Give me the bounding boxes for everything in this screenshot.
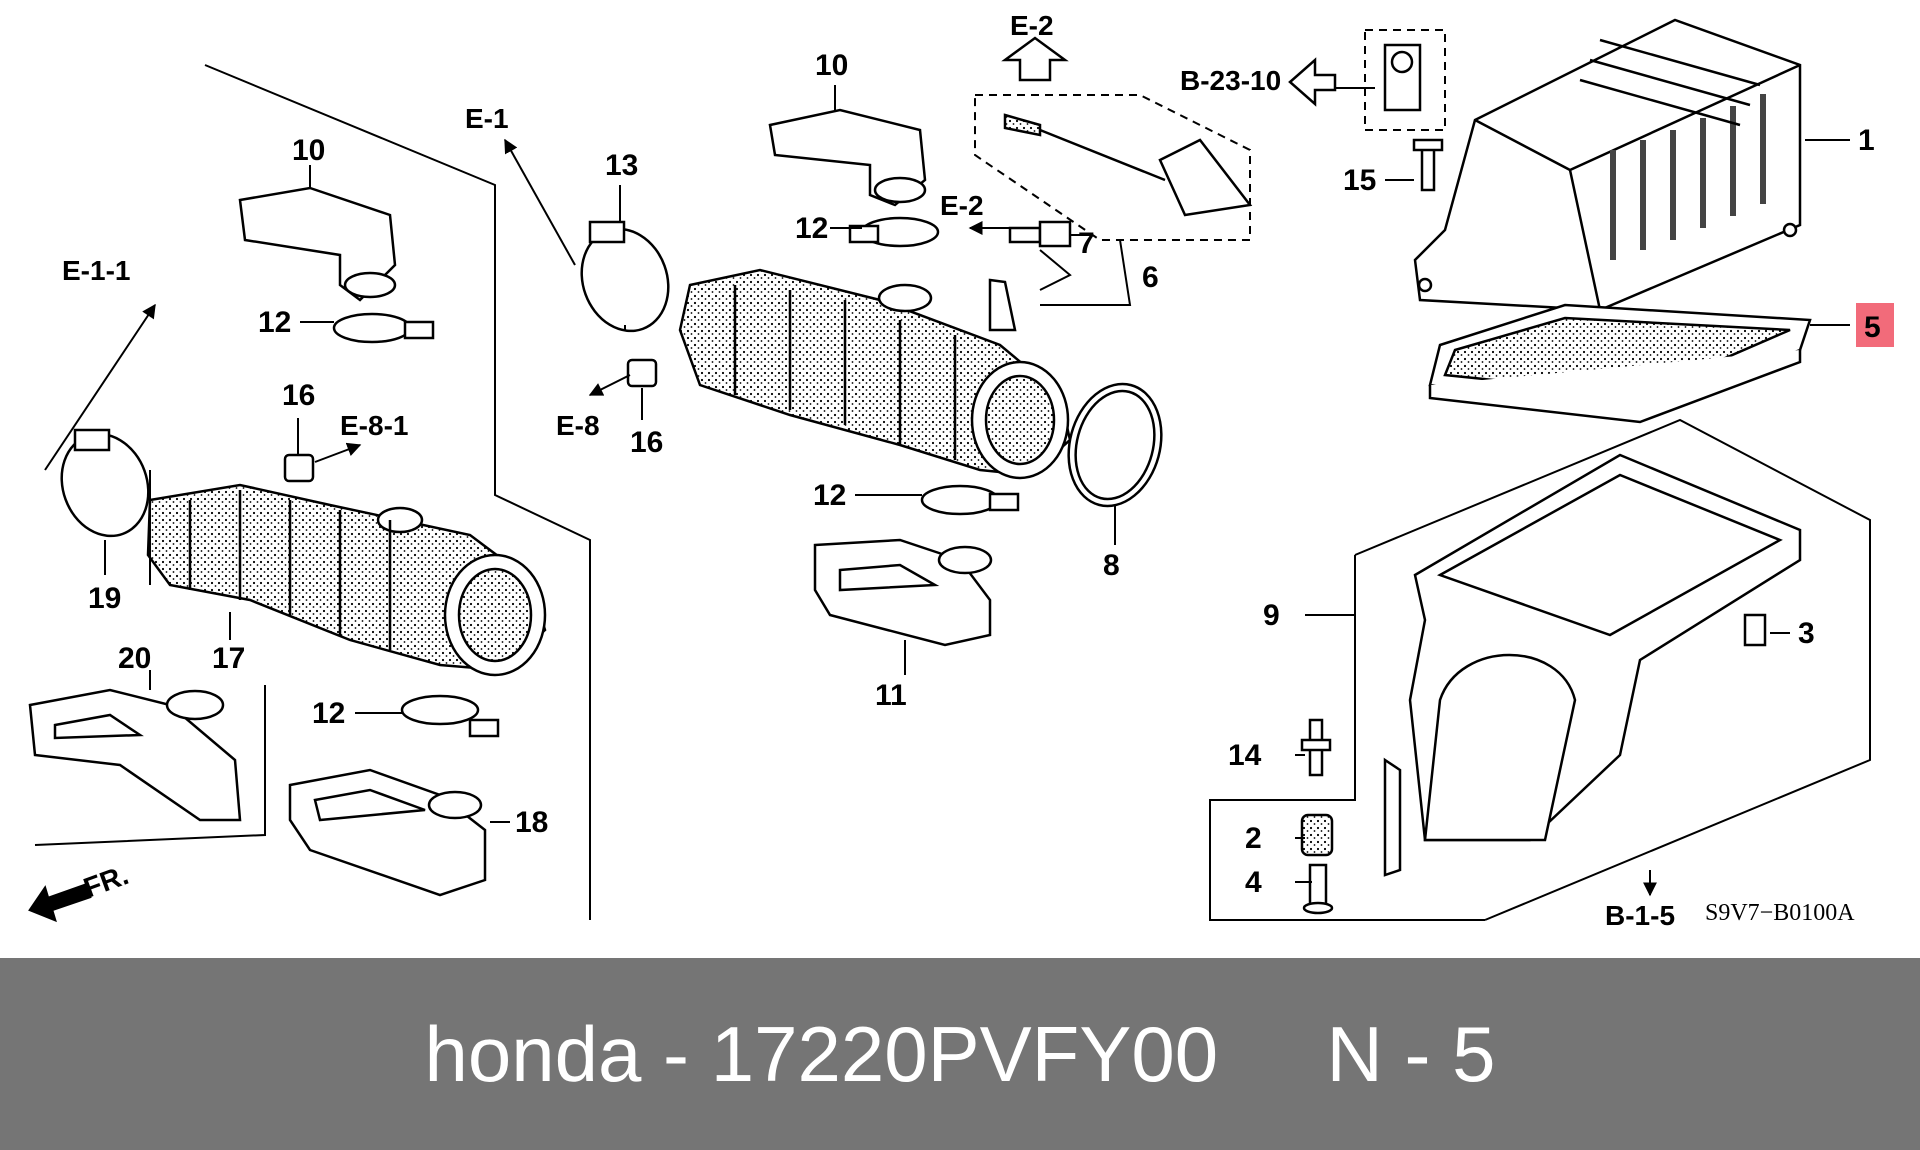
caption-separator: - [641, 1009, 711, 1098]
callout-9: 9 [1263, 599, 1280, 632]
part-caption: honda - 17220PVFY00 N - 5 [0, 958, 1920, 1150]
clip-detail [1383, 43, 1422, 112]
callout-8: 8 [1103, 549, 1120, 582]
callout-10-right: 10 [815, 49, 848, 82]
o-ring-8 [1067, 382, 1163, 508]
ref-e-8-1: E-8-1 [340, 410, 408, 441]
caption-gap [1218, 1009, 1326, 1100]
grommet-2 [1300, 813, 1334, 857]
callouts: 1 5 3 2 4 14 15 9 7 6 8 11 12 12 10 13 1… [88, 49, 1894, 899]
collar-4 [1302, 863, 1334, 915]
ref-e-2-mid: E-2 [940, 190, 984, 221]
resonator-10-left [238, 186, 397, 302]
callout-12-c: 12 [813, 479, 846, 512]
callout-1: 1 [1858, 124, 1875, 157]
ref-e-1-1: E-1-1 [62, 255, 130, 286]
callout-20: 20 [118, 642, 151, 675]
ref-b-1-5: B-1-5 [1605, 900, 1675, 931]
resonator-20 [28, 688, 242, 822]
hose-6 [1003, 113, 1253, 217]
callout-12-d: 12 [312, 697, 345, 730]
ref-e-2-top: E-2 [1010, 10, 1054, 41]
air-cleaner-upper-housing [1413, 18, 1802, 326]
resonator-11 [813, 538, 993, 647]
joint-7 [1008, 220, 1072, 248]
resonator-10-right [768, 108, 927, 207]
bolt-15 [1412, 138, 1444, 192]
diagram-code: S9V7−B0100A [1705, 900, 1855, 926]
callout-12-a: 12 [258, 306, 291, 339]
clamp-13 [580, 220, 670, 333]
bolt-14 [1300, 718, 1332, 777]
callout-16-right: 16 [630, 426, 663, 459]
leader-lines [104, 85, 1850, 883]
ref-e-8: E-8 [556, 410, 600, 441]
intake-hose-center [678, 268, 1072, 480]
clamp-12-d [400, 694, 500, 738]
callout-19: 19 [88, 582, 121, 615]
clamp-19 [60, 428, 150, 538]
frame-lines [34, 29, 1871, 921]
clip-16-b [626, 358, 658, 388]
resonator-18 [288, 768, 487, 897]
parts-diagram: 1 5 3 2 4 14 15 9 7 6 8 11 12 12 10 13 1… [28, 10, 1894, 931]
ref-fr: FR. [79, 859, 132, 904]
callout-7: 7 [1078, 227, 1095, 260]
clamp-12-b [848, 216, 940, 248]
clamp-12-c [920, 484, 1020, 516]
ref-b-23-10: B-23-10 [1180, 65, 1281, 96]
callout-12-b: 12 [795, 212, 828, 245]
callout-3: 3 [1798, 617, 1815, 650]
air-filter-element [1428, 303, 1812, 424]
callout-18: 18 [515, 806, 548, 839]
reference-arrows [28, 36, 1657, 923]
callout-2: 2 [1245, 822, 1262, 855]
air-cleaner-lower-housing [1383, 453, 1802, 877]
caption-brand: honda [424, 1009, 642, 1098]
caption-bar: honda - 17220PVFY00 N - 5 [0, 958, 1920, 1150]
callout-15: 15 [1343, 164, 1376, 197]
callout-11: 11 [875, 679, 907, 712]
caption-part-number: 17220PVFY00 [710, 1009, 1219, 1098]
intake-hose-17 [146, 483, 547, 677]
ref-e-1: E-1 [465, 103, 509, 134]
callout-17: 17 [212, 642, 245, 675]
callout-14: 14 [1228, 739, 1262, 772]
clamp-12-a [332, 312, 435, 344]
callout-16-left: 16 [282, 379, 315, 412]
callout-4: 4 [1245, 866, 1262, 899]
callout-10-left: 10 [292, 134, 325, 167]
callout-13: 13 [605, 149, 638, 182]
callout-6: 6 [1142, 261, 1159, 294]
clip-16-a [283, 453, 315, 483]
callout-5-highlight [1856, 303, 1894, 347]
caption-ref: N - 5 [1326, 1009, 1496, 1098]
callout-5: 5 [1864, 311, 1881, 344]
